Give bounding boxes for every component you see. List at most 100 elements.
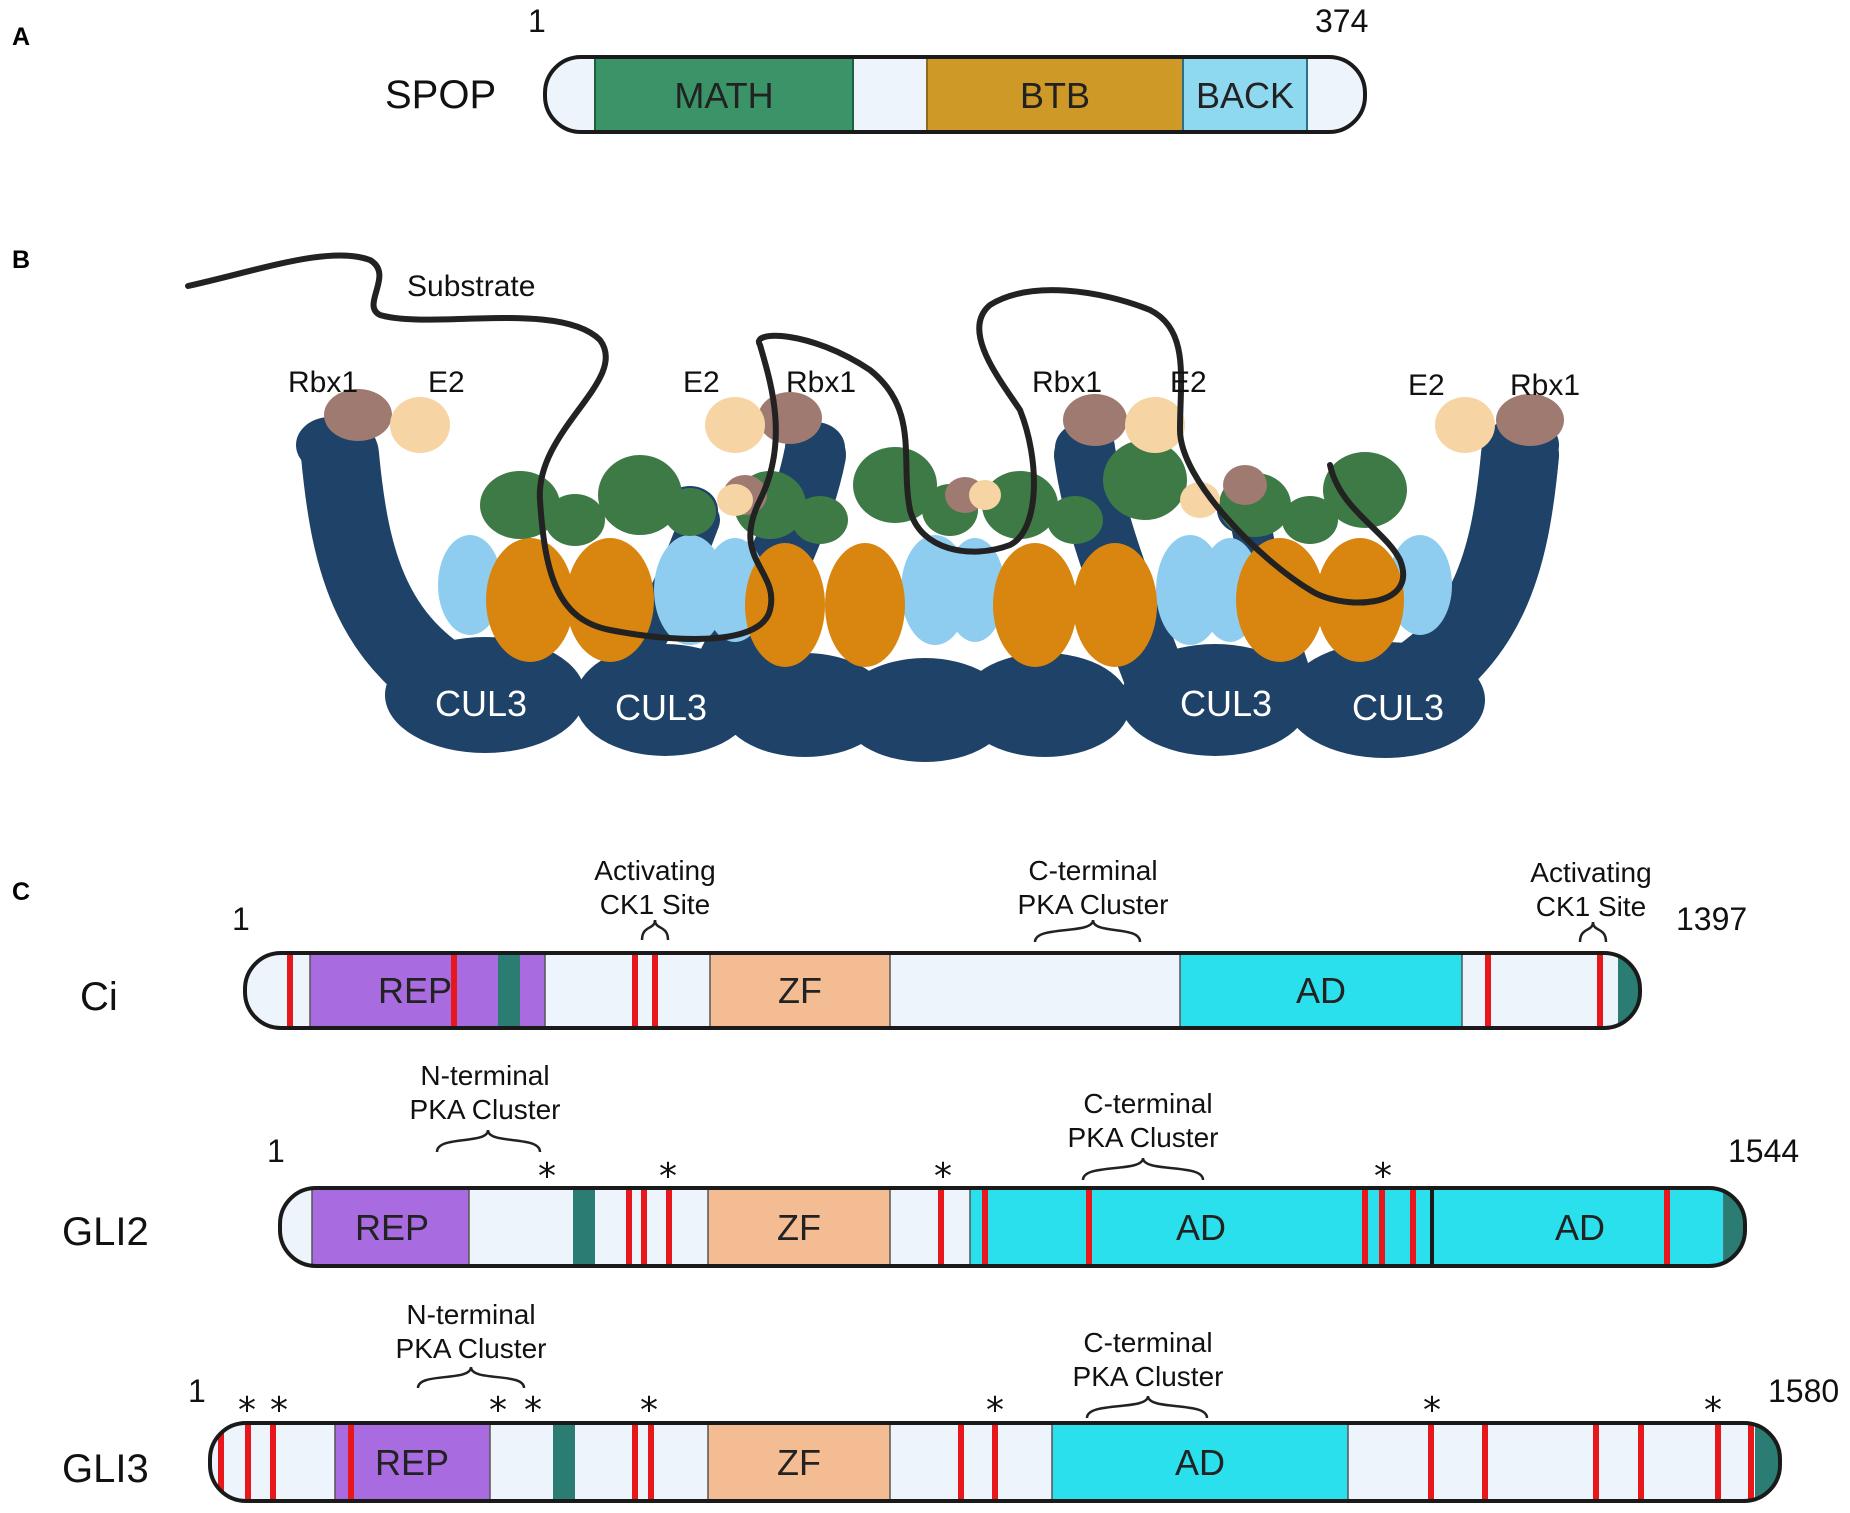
math-domain	[594, 57, 854, 132]
gli2-cpka-brace	[1081, 1157, 1205, 1181]
cul3-label-2: CUL3	[615, 687, 707, 728]
spop-end: 374	[1315, 3, 1368, 39]
gli3-zf-domain	[707, 1423, 891, 1501]
ci-start: 1	[232, 901, 250, 937]
gli2-cpka-label-2: PKA Cluster	[1068, 1122, 1219, 1153]
cul3-spop-complex-illustration	[185, 252, 1564, 762]
ci-ad-label: AD	[1296, 970, 1346, 1011]
gli3-npka-label-1: N-terminal	[406, 1299, 535, 1330]
gli3-star-1: *	[238, 1390, 256, 1431]
gli3-name: GLI3	[62, 1447, 149, 1491]
gli3-bar-outline	[208, 1421, 1782, 1503]
gli2-ad-divider	[1430, 1188, 1434, 1266]
gli3-star-7: *	[1423, 1390, 1441, 1431]
ci-cpka-label-1: C-terminal	[1028, 855, 1157, 886]
cul3-label-1: CUL3	[435, 683, 527, 724]
spop-start: 1	[528, 3, 546, 39]
ci-rep-label: REP	[378, 970, 452, 1011]
gli2-zf-domain	[707, 1188, 891, 1266]
ci-ck1-brace-2	[1578, 921, 1608, 943]
gli3-zf-label: ZF	[777, 1442, 821, 1483]
gli3-ad-label: AD	[1175, 1442, 1225, 1483]
spop-bar-outline	[543, 55, 1367, 134]
gli2-rep-label: REP	[355, 1207, 429, 1248]
gli2-name: GLI2	[62, 1210, 149, 1254]
gli3-rep-domain	[334, 1423, 491, 1501]
ci-zf-domain	[709, 953, 891, 1028]
gli3-bar	[208, 1421, 1782, 1503]
ci-ck1-label-2b: CK1 Site	[1536, 891, 1647, 922]
ci-zf-label: ZF	[778, 970, 822, 1011]
ci-ck1-brace-1	[640, 919, 670, 941]
gli3-star-6: *	[986, 1390, 1004, 1431]
ci-ck1-label-1b: CK1 Site	[600, 889, 711, 920]
gli2-cpka-label-1: C-terminal	[1083, 1088, 1212, 1119]
gli3-teal-block	[553, 1423, 575, 1501]
cul3-label-4: CUL3	[1352, 687, 1444, 728]
rbx1-label-4: Rbx1	[1510, 369, 1580, 402]
gli3-star-5: *	[640, 1390, 658, 1431]
gli3-cpka-brace	[1085, 1395, 1209, 1419]
e2-label-4: E2	[1408, 369, 1445, 402]
gli2-rep-domain	[311, 1188, 470, 1266]
ci-site-marks	[287, 953, 1603, 1028]
math-label: MATH	[674, 75, 773, 116]
gli2-site-marks	[626, 1188, 1670, 1266]
btb-label: BTB	[1020, 75, 1090, 116]
gli3-cpka-label-2: PKA Cluster	[1073, 1361, 1224, 1392]
e2-label-2: E2	[683, 366, 720, 399]
gli2-ad-label-2: AD	[1555, 1207, 1605, 1248]
ci-cpka-brace	[1033, 919, 1142, 943]
gli3-star-2: *	[270, 1390, 288, 1431]
gli3-star-3: *	[489, 1390, 507, 1431]
e2-proteins	[390, 397, 1495, 518]
panel-a-label: A	[12, 23, 30, 51]
ci-teal-block	[498, 953, 520, 1028]
spop-name: SPOP	[385, 73, 496, 117]
substrate-label: Substrate	[407, 270, 535, 303]
ci-bar	[243, 951, 1642, 1030]
e2-label-3: E2	[1170, 366, 1207, 399]
gli3-c-terminal-block	[1755, 1423, 1780, 1501]
substrate-line	[185, 252, 1406, 642]
gli2-ad-label-1: AD	[1176, 1207, 1226, 1248]
gli2-npka-label-2: PKA Cluster	[410, 1094, 561, 1125]
ci-ck1-label-2a: Activating	[1530, 857, 1651, 888]
gli3-rep-label: REP	[375, 1442, 449, 1483]
gli2-npka-label-1: N-terminal	[420, 1060, 549, 1091]
ci-name: Ci	[80, 975, 118, 1019]
rbx1-label-2: Rbx1	[786, 366, 856, 399]
gli3-star-8: *	[1704, 1390, 1722, 1431]
gli2-bar-outline	[278, 1186, 1747, 1268]
back-domains	[438, 535, 1452, 645]
rbx1-label-1: Rbx1	[288, 366, 358, 399]
cul3-label-3: CUL3	[1180, 683, 1272, 724]
gli3-ad-domain	[1051, 1423, 1349, 1501]
gli3-cpka-label-1: C-terminal	[1083, 1327, 1212, 1358]
ci-cpka-label-2: PKA Cluster	[1018, 889, 1169, 920]
e2-label-1: E2	[428, 366, 465, 399]
panel-c-label: C	[12, 878, 30, 906]
gli3-star-4: *	[524, 1390, 542, 1431]
gli2-teal-block	[573, 1188, 595, 1266]
spop-bar	[543, 55, 1367, 134]
back-domain	[1182, 57, 1308, 132]
gli2-bar	[278, 1186, 1747, 1268]
gli3-end: 1580	[1768, 1373, 1839, 1409]
back-label: BACK	[1196, 75, 1294, 116]
gli2-end: 1544	[1728, 1133, 1799, 1169]
gli3-site-marks	[218, 1423, 1754, 1501]
ci-bar-outline	[243, 951, 1642, 1030]
math-domains	[480, 440, 1407, 546]
gli3-npka-label-2: PKA Cluster	[396, 1333, 547, 1364]
rbx1-label-3: Rbx1	[1032, 366, 1102, 399]
gli2-npka-brace	[435, 1129, 542, 1153]
ci-ad-domain	[1179, 953, 1463, 1028]
ci-end: 1397	[1676, 901, 1747, 937]
gli2-start: 1	[267, 1133, 285, 1169]
gli3-start: 1	[188, 1373, 206, 1409]
gli2-zf-label: ZF	[777, 1207, 821, 1248]
gli3-npka-brace	[416, 1366, 526, 1389]
ci-ck1-label-1a: Activating	[594, 855, 715, 886]
